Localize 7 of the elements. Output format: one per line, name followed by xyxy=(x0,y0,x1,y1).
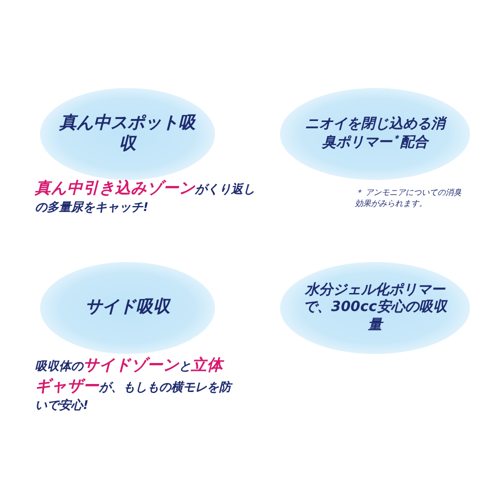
feature-description: 真ん中引き込みゾーンがくり返しの多量尿をキャッチ! xyxy=(35,178,256,216)
feature-heading: 水分ジェル化ポリマーで、300cc安心の吸収量 xyxy=(302,282,449,334)
feature-heading: ニオイを閉じ込める消臭ポリマー$^{＊}$配合 xyxy=(305,116,445,152)
feature-heading: サイド吸収 xyxy=(84,297,172,319)
feature-heading: 真ん中スポット吸収 xyxy=(58,112,197,156)
feature-description: 吸収体のサイドゾーンと立体ギャザーが、もしもの横モレを防いで安心! xyxy=(35,355,234,414)
footnote: ＊ アンモニアについての消臭効果がみられます。 xyxy=(355,188,463,210)
